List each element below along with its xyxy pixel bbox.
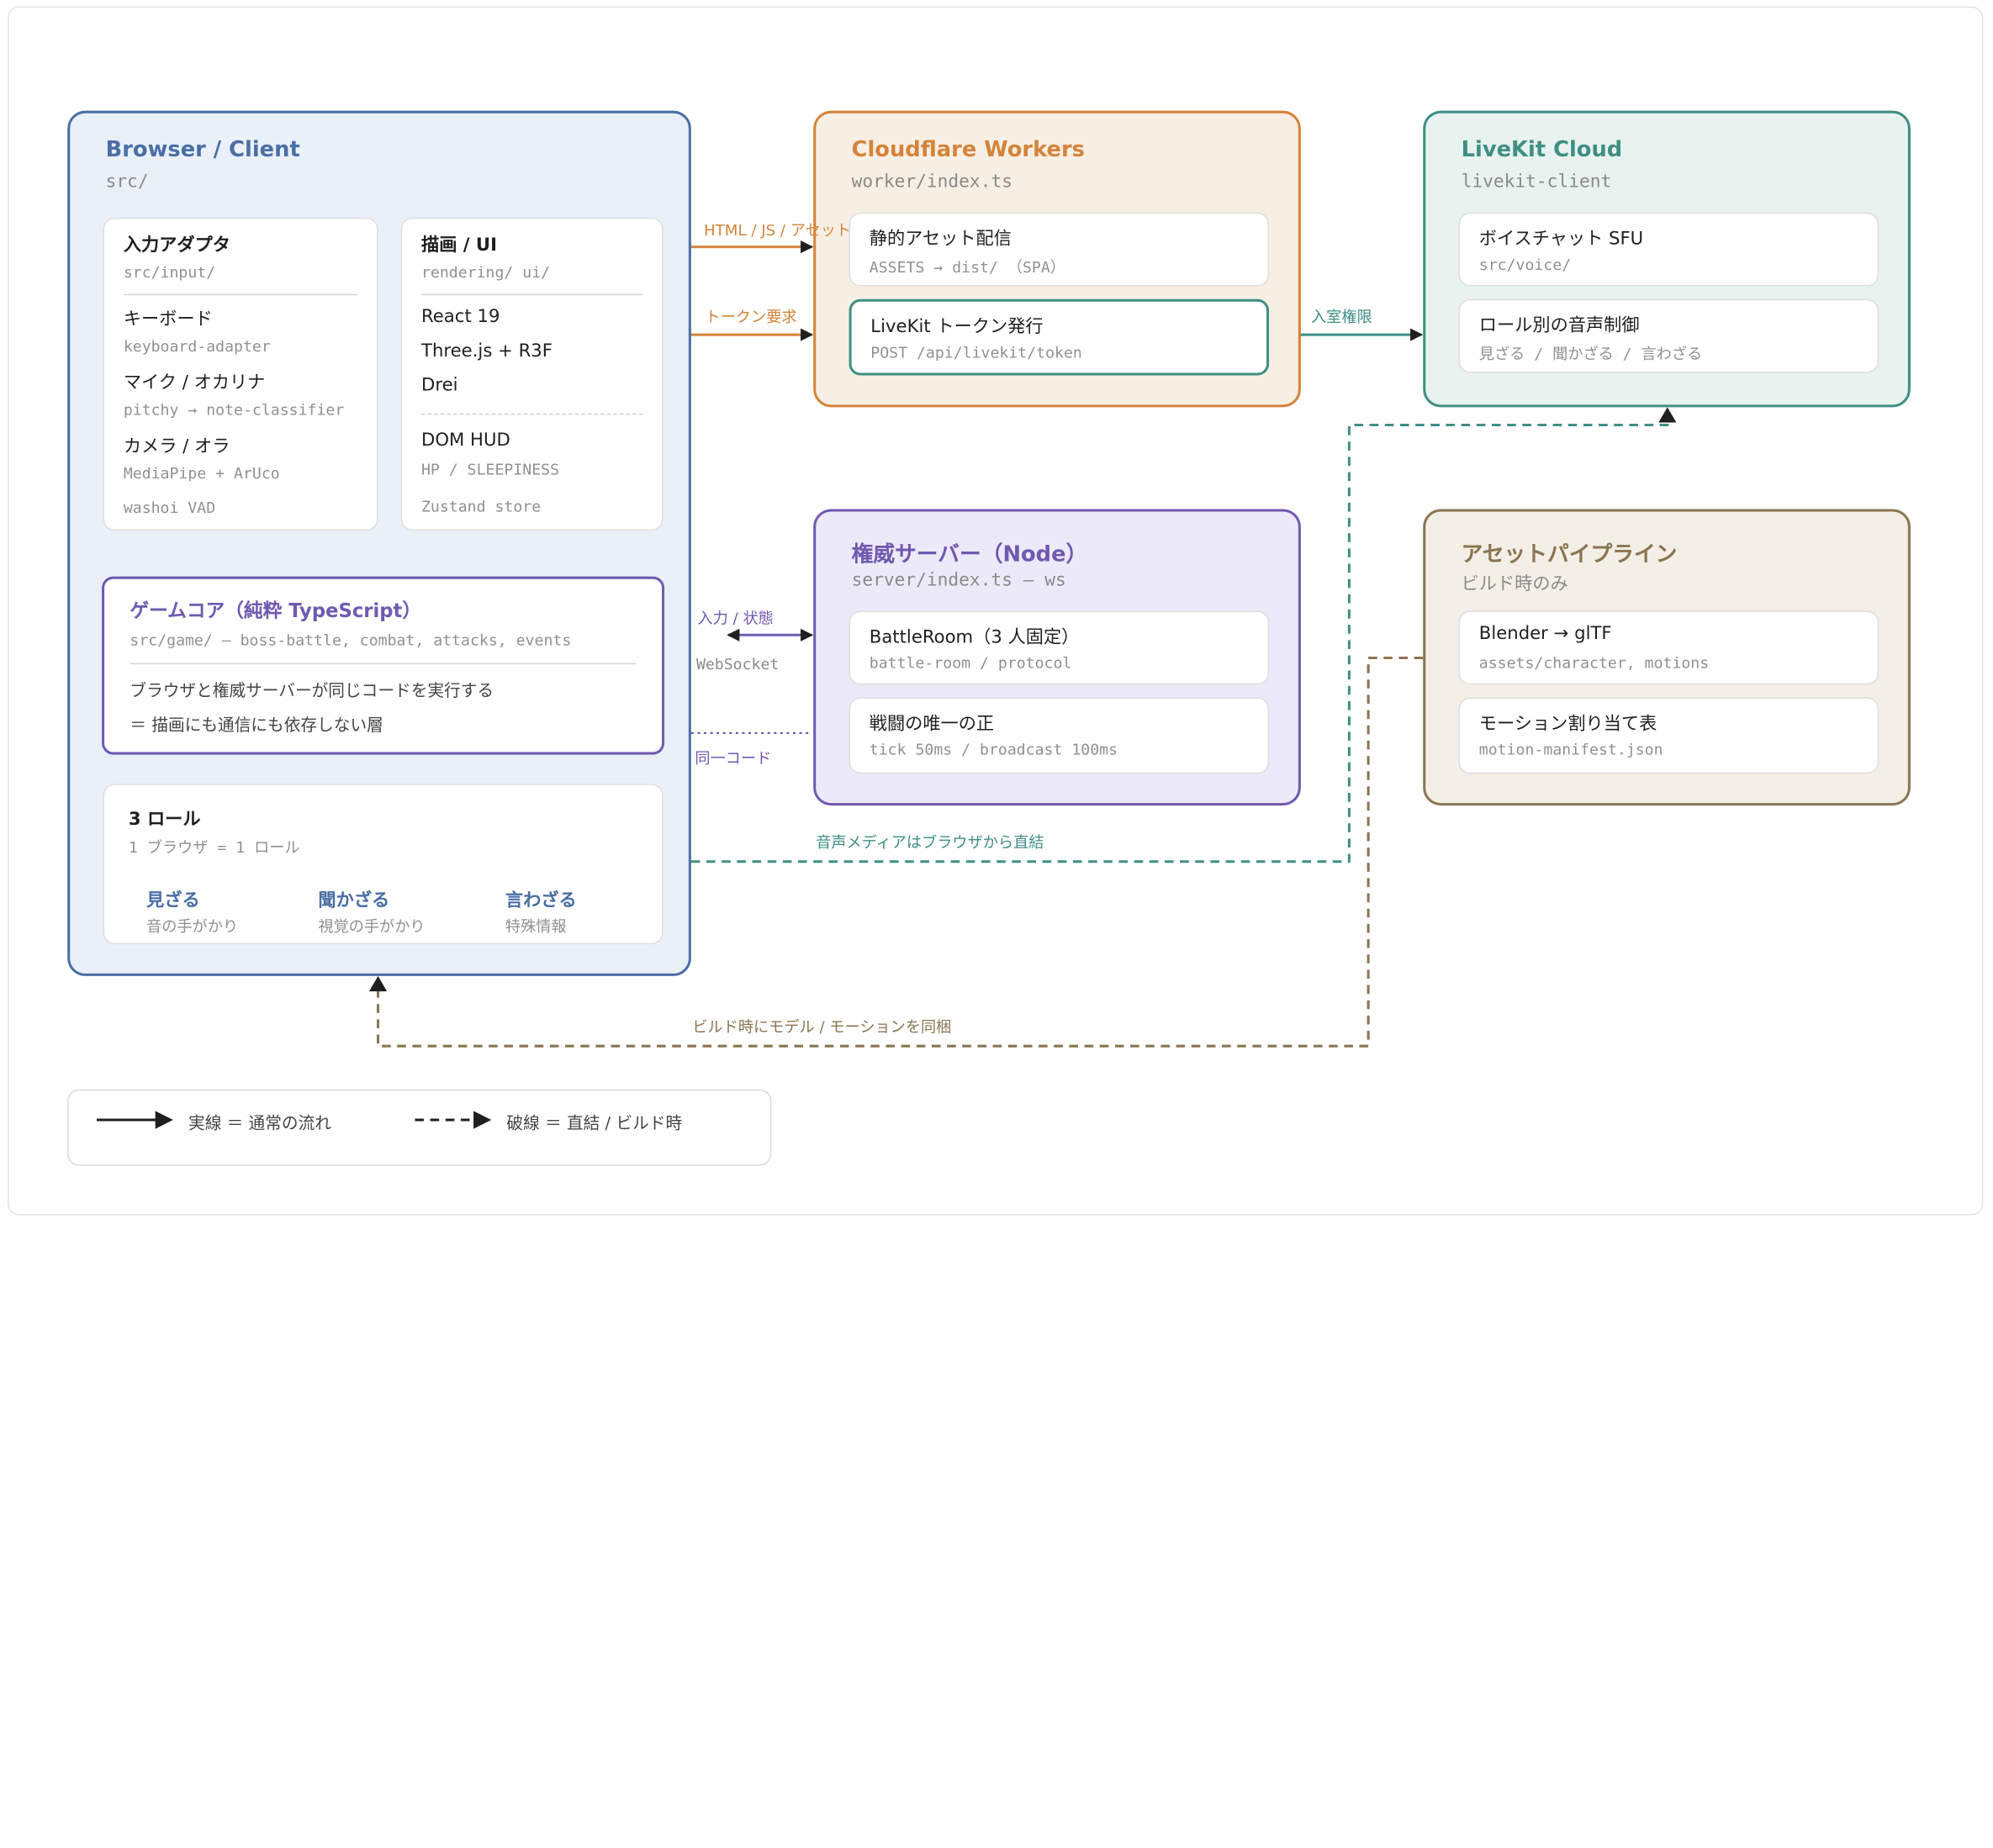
label-token-request: トークン要求 (705, 308, 797, 326)
rendering-title: 描画 / UI (421, 235, 497, 256)
rendering-item: React 19 (421, 306, 500, 327)
card-detail: POST /api/livekit/token (870, 343, 1082, 362)
card-title: 戦闘の唯一の正 (869, 714, 995, 735)
input-adapter-divider (123, 293, 358, 296)
livekit-cloud-box: LiveKit Cloud livekit-client ボイスチャット SFU… (1423, 110, 1911, 408)
rendering-item: Three.js + R3F (421, 341, 552, 362)
browser-client-box: Browser / Client src/ 入力アダプタ src/input/ … (67, 110, 691, 976)
hud-detail: HP / SLEEPINESS (421, 460, 560, 479)
input-adapter-card: 入力アダプタ src/input/ キーボード keyboard-adapter… (103, 217, 378, 531)
livekit-token-card: LiveKit トークン発行 POST /api/livekit/token (848, 298, 1270, 376)
label-room-access: 入室権限 (1311, 308, 1372, 326)
roles-subtitle: 1 ブラウザ = 1 ロール (128, 838, 300, 857)
input-item-detail: keyboard-adapter (123, 337, 271, 356)
input-item-detail: pitchy → note-classifier (123, 400, 345, 419)
card-detail: motion-manifest.json (1478, 740, 1663, 759)
card-detail: tick 50ms / broadcast 100ms (869, 740, 1118, 759)
legend-dashed-label: 破線 ＝ 直結 / ビルド時 (506, 1114, 683, 1134)
input-item-label: キーボード (123, 309, 213, 330)
label-input-state: 入力 / 状態 (697, 610, 774, 628)
label-html-js: HTML / JS / アセット (704, 221, 852, 240)
card-title: 静的アセット配信 (869, 229, 1012, 250)
game-core-line1: ブラウザと権威サーバーが同じコードを実行する (130, 682, 494, 701)
card-detail: 見ざる / 聞かざる / 言わざる (1478, 345, 1703, 363)
rendering-path: rendering/ ui/ (421, 263, 551, 282)
input-adapter-path: src/input/ (123, 263, 216, 282)
label-same-code: 同一コード (695, 749, 772, 768)
pipeline-path: ビルド時のみ (1461, 573, 1568, 594)
role-name: 見ざる (146, 890, 200, 911)
store-label: Zustand store (421, 497, 542, 516)
rendering-item: Drei (421, 375, 458, 396)
livekit-path: livekit-client (1461, 172, 1612, 193)
card-title: ロール別の音声制御 (1478, 315, 1640, 336)
game-core-path: src/game/ — boss-battle, combat, attacks… (130, 631, 572, 649)
legend-box (67, 1089, 772, 1166)
rendering-divider (421, 293, 643, 296)
server-title: 権威サーバー（Node） (851, 541, 1088, 568)
input-adapter-title: 入力アダプタ (123, 235, 230, 256)
role-desc: 音の手がかり (146, 917, 239, 936)
roles-title: 3 ロール (128, 809, 201, 830)
card-detail: assets/character, motions (1478, 653, 1710, 673)
livekit-title: LiveKit Cloud (1461, 137, 1623, 163)
card-title: ボイスチャット SFU (1478, 229, 1644, 250)
game-core-line2: ＝ 描画にも通信にも依存しない層 (130, 716, 383, 736)
input-item-detail: MediaPipe + ArUco (123, 464, 280, 483)
card-detail: battle-room / protocol (869, 653, 1072, 673)
roles-card: 3 ロール 1 ブラウザ = 1 ロール 見ざる 音の手がかり 聞かざる 視覚の… (103, 784, 663, 945)
hud-title: DOM HUD (421, 430, 510, 451)
rendering-dashed-divider (421, 413, 643, 415)
input-item-label: マイク / オカリナ (123, 372, 266, 393)
asset-pipeline-box: アセットパイプライン ビルド時のみ Blender → glTF assets/… (1423, 509, 1911, 806)
role-desc: 視覚の手がかり (318, 917, 426, 936)
card-title: Blender → glTF (1478, 623, 1612, 644)
motion-manifest-card: モーション割り当て表 motion-manifest.json (1458, 697, 1879, 774)
role-name: 言わざる (505, 890, 577, 911)
server-path: server/index.ts — ws (851, 570, 1066, 591)
battle-source-of-truth-card: 戦闘の唯一の正 tick 50ms / broadcast 100ms (848, 697, 1270, 774)
card-title: BattleRoom（3 人固定） (869, 627, 1080, 648)
role-name: 聞かざる (318, 890, 390, 911)
cloudflare-workers-box: Cloudflare Workers worker/index.ts 静的アセッ… (813, 110, 1301, 408)
role-desc: 特殊情報 (505, 917, 567, 936)
label-websocket: WebSocket (695, 655, 780, 673)
workers-path: worker/index.ts (851, 172, 1012, 193)
legend-solid-label: 実線 ＝ 通常の流れ (188, 1114, 331, 1134)
workers-title: Cloudflare Workers (851, 137, 1085, 163)
input-item-label: カメラ / オラ (123, 436, 230, 457)
role-voice-control-card: ロール別の音声制御 見ざる / 聞かざる / 言わざる (1458, 298, 1879, 373)
voice-sfu-card: ボイスチャット SFU src/voice/ (1458, 212, 1879, 287)
game-core-divider (130, 663, 637, 665)
pipeline-title: アセットパイプライン (1461, 541, 1678, 568)
card-title: LiveKit トークン発行 (870, 316, 1044, 338)
label-build-sync: ビルド時にモデル / モーションを同梱 (692, 1017, 952, 1037)
game-core-title: ゲームコア（純粋 TypeScript） (130, 599, 422, 623)
card-detail: ASSETS → dist/ （SPA） (869, 258, 1065, 277)
battle-room-card: BattleRoom（3 人固定） battle-room / protocol (848, 610, 1270, 685)
static-assets-card: 静的アセット配信 ASSETS → dist/ （SPA） (848, 212, 1270, 287)
game-core-card: ゲームコア（純粋 TypeScript） src/game/ — boss-ba… (102, 576, 665, 755)
card-title: モーション割り当て表 (1478, 714, 1657, 735)
authoritative-server-box: 権威サーバー（Node） server/index.ts — ws Battle… (813, 509, 1301, 806)
blender-gltf-card: Blender → glTF assets/character, motions (1458, 610, 1879, 685)
label-voice-media: 音声メディアはブラウザから直結 (816, 833, 1044, 852)
input-item-extra: washoi VAD (123, 499, 216, 517)
browser-path: src/ (105, 172, 149, 193)
card-detail: src/voice/ (1478, 256, 1572, 274)
browser-title: Browser / Client (105, 137, 300, 163)
rendering-ui-card: 描画 / UI rendering/ ui/ React 19 Three.js… (400, 217, 663, 531)
